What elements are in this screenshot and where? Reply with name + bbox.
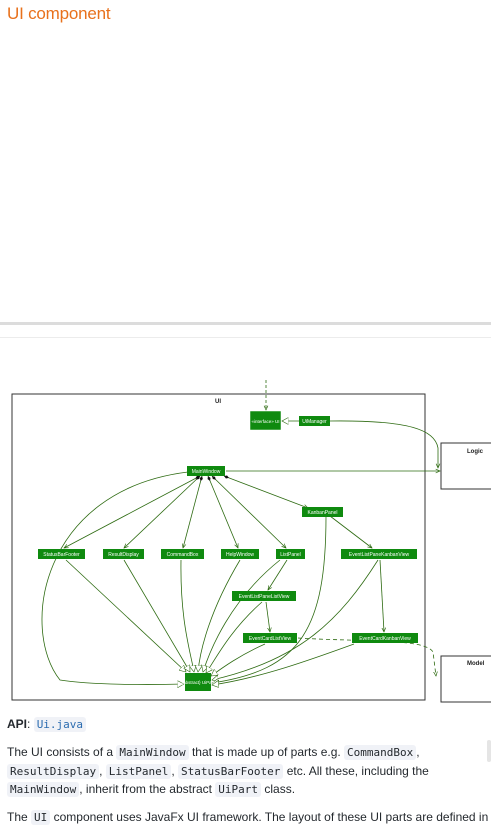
code-main-window-2: MainWindow	[7, 782, 80, 797]
code-list-panel: ListPanel	[105, 764, 172, 779]
code-ui-part: UiPart	[215, 782, 262, 797]
model-label: Model	[467, 661, 485, 667]
code-ui: UI	[31, 810, 51, 825]
svg-text:CommandBox: CommandBox	[167, 552, 199, 558]
node-event-card-kanban-view: EventCardKanbanView	[352, 633, 418, 643]
node-list-panel: ListPanel	[276, 549, 305, 559]
code-main-window: MainWindow	[116, 745, 189, 760]
package-label: UI	[215, 399, 221, 405]
svg-text:EventCardListView: EventCardListView	[249, 636, 292, 642]
class-diagram: UI Logic Model	[11, 380, 491, 703]
api-line: API: Ui.java	[7, 715, 87, 734]
paragraph-1-line-2: ResultDisplay, ListPanel, StatusBarFoote…	[7, 762, 429, 781]
svg-text:{abstract} UiPart: {abstract} UiPart	[182, 680, 216, 685]
node-event-card-list-view: EventCardListView	[243, 633, 297, 643]
node-event-list-pane-list-view: EventListPaneListView	[232, 591, 296, 601]
node-kanban-panel: KanbanPanel	[302, 507, 343, 517]
node-ui-manager: UiManager	[299, 416, 330, 426]
divider-bottom	[0, 337, 491, 338]
code-status-bar-footer: StatusBarFooter	[178, 764, 284, 779]
node-help-window: HelpWindow	[221, 549, 259, 559]
svg-text:MainWindow: MainWindow	[192, 469, 221, 475]
node-main-window: MainWindow	[187, 466, 225, 476]
svg-text:HelpWindow: HelpWindow	[226, 552, 254, 558]
scroll-edge	[487, 740, 491, 762]
paragraph-1-line-1: The UI consists of a MainWindow that is …	[7, 745, 420, 760]
node-ui-interface: «interface» UI	[249, 410, 282, 431]
api-label: API	[7, 717, 28, 731]
node-event-list-pane-kanban-view: EventListPaneKanbanView	[341, 549, 417, 559]
code-result-display: ResultDisplay	[7, 764, 100, 779]
code-command-box: CommandBox	[344, 745, 417, 760]
node-result-display: ResultDisplay	[103, 549, 144, 559]
section-heading: UI component	[7, 4, 111, 23]
divider-top	[0, 322, 491, 325]
svg-text:UiManager: UiManager	[302, 419, 327, 425]
node-status-bar-footer: StatusBarFooter	[38, 549, 85, 559]
node-ui-part: {abstract} UiPart	[182, 673, 216, 691]
svg-text:ResultDisplay: ResultDisplay	[108, 552, 139, 558]
svg-text:StatusBarFooter: StatusBarFooter	[43, 552, 80, 558]
svg-text:«interface» UI: «interface» UI	[251, 419, 279, 424]
paragraph-2-line-1: The UI component uses JavaFx UI framewor…	[7, 810, 489, 825]
api-link[interactable]: Ui.java	[33, 717, 87, 732]
svg-text:EventListPaneKanbanView: EventListPaneKanbanView	[349, 552, 410, 558]
svg-text:ListPanel: ListPanel	[280, 552, 301, 558]
paragraph-1-line-3: MainWindow, inherit from the abstract Ui…	[7, 780, 295, 799]
svg-text:EventCardKanbanView: EventCardKanbanView	[359, 636, 411, 642]
node-command-box: CommandBox	[161, 549, 204, 559]
svg-text:EventListPaneListView: EventListPaneListView	[239, 594, 290, 600]
svg-text:KanbanPanel: KanbanPanel	[307, 510, 337, 516]
logic-label: Logic	[467, 449, 484, 455]
